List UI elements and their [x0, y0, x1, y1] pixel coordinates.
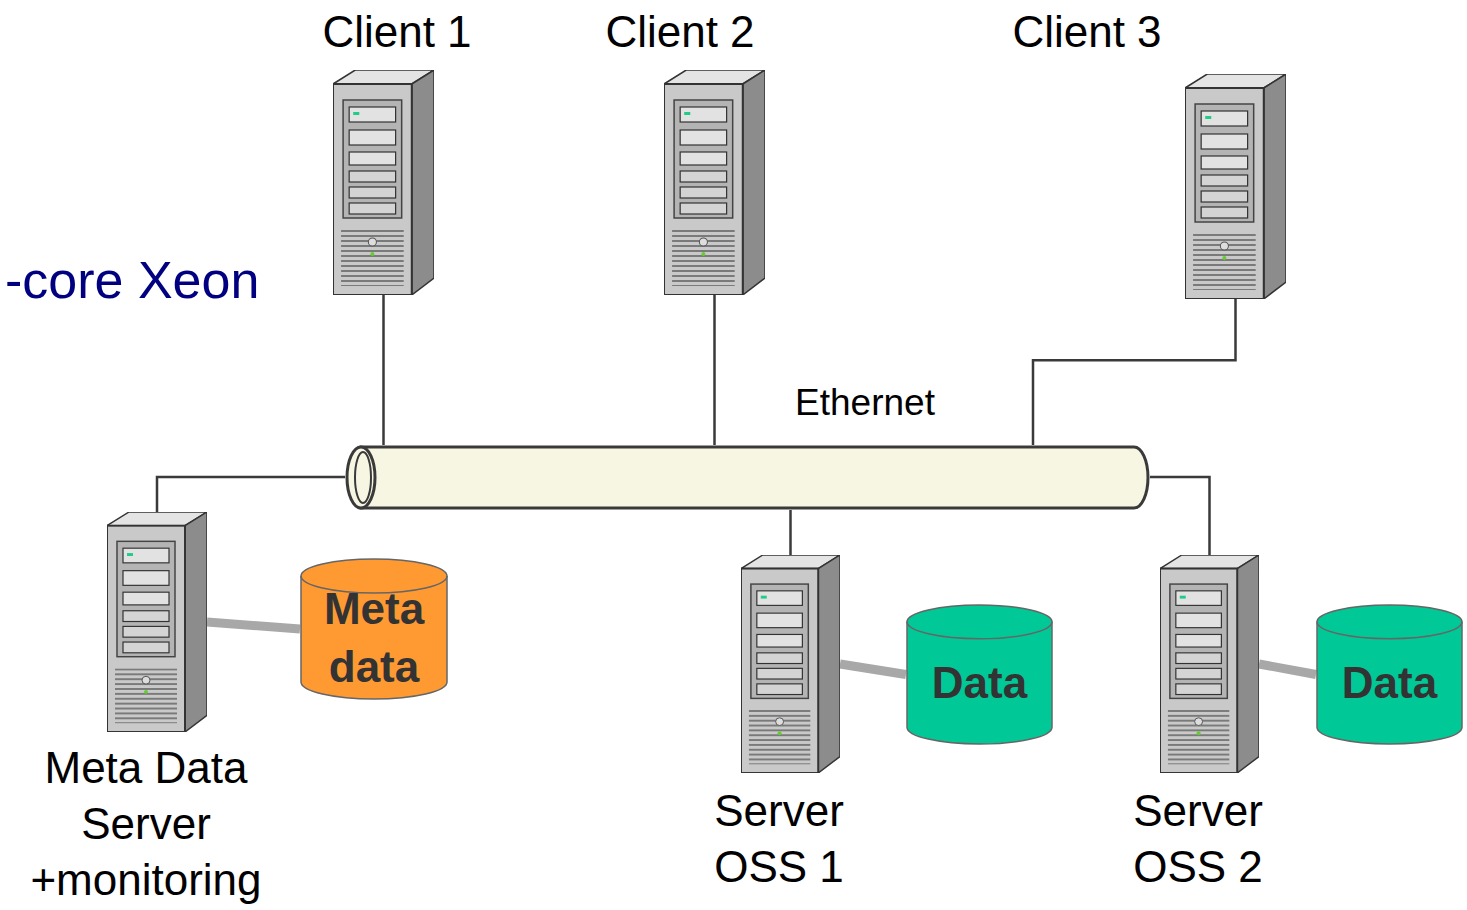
node-label: Server OSS 1	[679, 783, 879, 895]
node-label: Server OSS 2	[1098, 783, 1298, 895]
tower-shape	[1185, 74, 1286, 299]
disk-label: Data	[1320, 654, 1459, 711]
node-label: Client 2	[605, 4, 754, 60]
network-cable	[1033, 299, 1236, 445]
data-disk: Data	[906, 604, 1053, 745]
node-label: Client 1	[322, 4, 471, 60]
ethernet-bus: Ethernet	[345, 445, 1150, 510]
storage-link	[1259, 664, 1316, 675]
node-label: Client 3	[1012, 4, 1161, 60]
tower-shape	[333, 70, 434, 295]
network-cable	[1150, 477, 1210, 555]
tower-shape	[741, 555, 840, 773]
metadata-disk: Meta data	[300, 558, 448, 700]
node-label: Meta Data Server +monitoring	[1, 740, 291, 908]
storage-link	[840, 664, 906, 675]
storage-link	[207, 622, 300, 629]
disk-label: Meta data	[304, 580, 444, 694]
tower-shape	[107, 512, 207, 732]
storage-server: Server OSS 2	[1160, 555, 1259, 773]
network-cable	[382, 295, 385, 445]
client-server: Client 1	[333, 70, 434, 295]
tower-shape	[1160, 555, 1259, 773]
client-server: Client 2	[664, 70, 765, 295]
cpu-note: -core Xeon	[5, 252, 259, 309]
node-label: Ethernet	[795, 381, 935, 425]
pipe-shape	[345, 445, 1150, 510]
disk-label: Data	[910, 654, 1049, 711]
tower-shape	[664, 70, 765, 295]
network-cable	[157, 477, 345, 512]
network-cable	[713, 295, 716, 445]
client-server: Client 3	[1185, 74, 1286, 299]
network-cable	[789, 510, 792, 555]
data-disk: Data	[1316, 604, 1463, 745]
storage-server: Server OSS 1	[741, 555, 840, 773]
metadata-server: Meta Data Server +monitoring	[107, 512, 207, 732]
